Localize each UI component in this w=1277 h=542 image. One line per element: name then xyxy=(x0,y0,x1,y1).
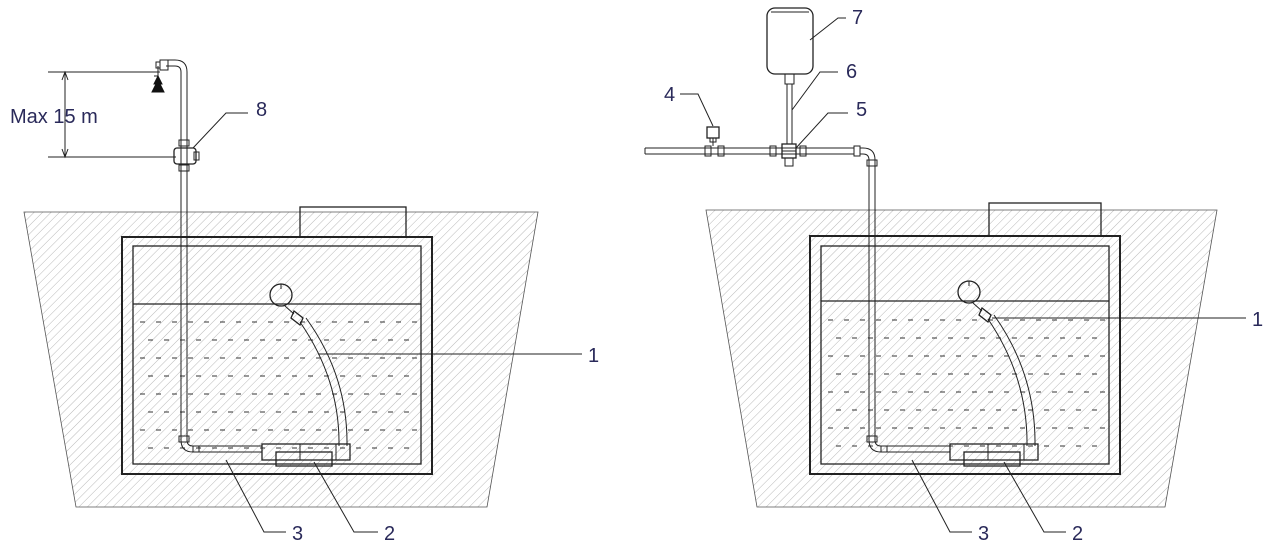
left-callout-leaders xyxy=(192,112,582,533)
right-float-switch xyxy=(957,280,1036,447)
right-callout-3: 3 xyxy=(978,523,989,542)
right-callout-5: 5 xyxy=(856,99,867,121)
right-water-body xyxy=(828,319,1108,447)
left-callout-1: 1 xyxy=(588,345,599,367)
left-callout-2: 2 xyxy=(384,523,395,542)
right-callout-6: 6 xyxy=(846,61,857,83)
right-tank-outer xyxy=(809,235,1121,475)
right-pump xyxy=(949,443,1039,467)
left-faucet-icon xyxy=(151,59,169,93)
right-callout-2: 2 xyxy=(1072,523,1083,542)
right-callout-leaders xyxy=(680,17,1246,533)
right-distribution-pipe xyxy=(644,145,854,157)
left-delivery-pipe xyxy=(166,59,262,453)
dimension-label: Max 15 m xyxy=(10,106,98,128)
right-soil-ground xyxy=(705,209,1218,508)
left-float-switch xyxy=(269,283,348,447)
left-height-dimension: Max 15 m xyxy=(10,70,176,159)
left-callout-3: 3 xyxy=(292,523,303,542)
right-delivery-pipe xyxy=(853,145,950,453)
left-pressure-control-8 xyxy=(173,147,200,165)
right-expansion-vessel-7 xyxy=(766,7,814,75)
right-pressure-switch-4 xyxy=(706,126,720,146)
right-callout-7: 7 xyxy=(852,7,863,29)
left-water-body xyxy=(140,321,420,449)
left-soil-ground xyxy=(23,211,539,508)
left-tank-inner xyxy=(132,245,422,465)
left-tank-outer xyxy=(121,236,433,475)
right-callout-4: 4 xyxy=(664,84,675,106)
left-pump xyxy=(261,443,351,467)
right-callout-1: 1 xyxy=(1252,309,1263,331)
left-installation: Max 15 m 1 2 3 8 xyxy=(10,59,599,542)
right-tee-fitting-5 xyxy=(781,143,797,167)
left-callout-8: 8 xyxy=(256,99,267,121)
right-tank-inner xyxy=(820,245,1110,465)
right-installation: 1 2 3 4 5 6 7 xyxy=(644,7,1263,542)
